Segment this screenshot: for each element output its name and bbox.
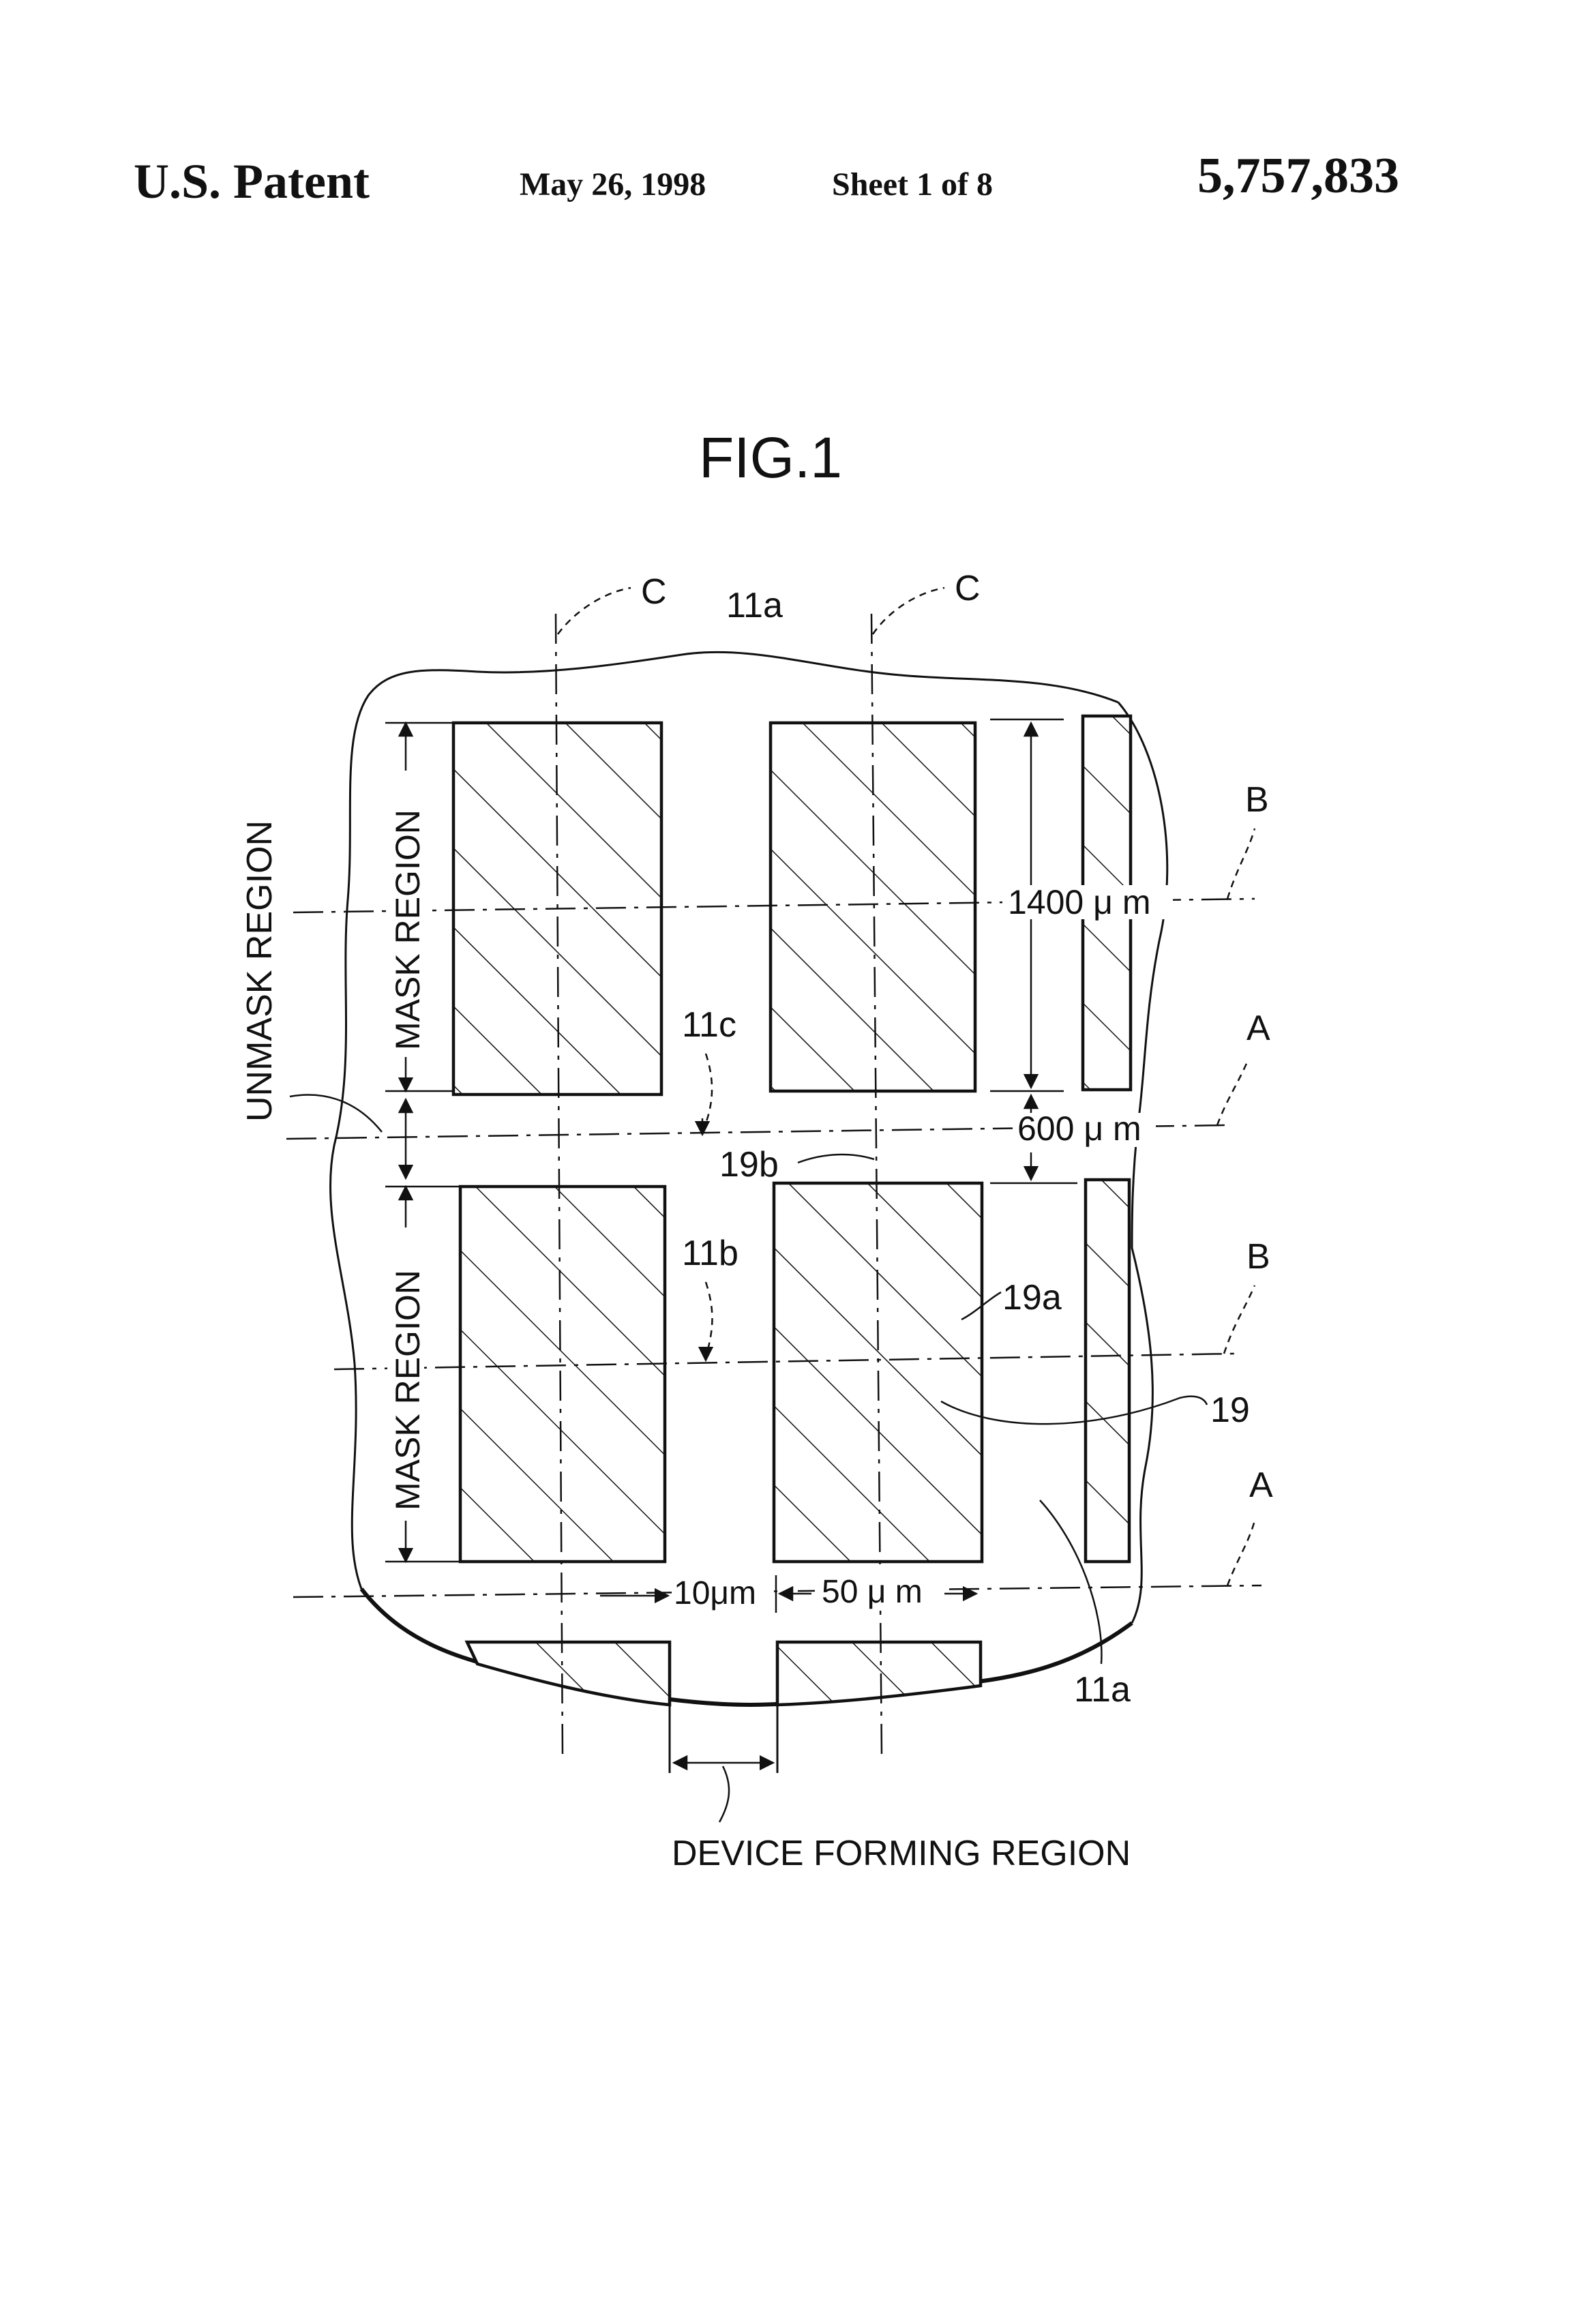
dim-1400: 1400 μ m xyxy=(1008,883,1150,921)
label-device-forming-region: DEVICE FORMING REGION xyxy=(672,1834,1131,1873)
header-patent-number: 5,757,833 xyxy=(1197,148,1399,204)
leader-unmask-region xyxy=(290,1095,382,1132)
leader-19b xyxy=(798,1154,874,1163)
label-c-left: C xyxy=(641,572,667,612)
ref-19a: 19a xyxy=(1002,1278,1062,1317)
mask-block-bottom-middle xyxy=(777,1642,981,1705)
leader-c-left xyxy=(558,588,631,634)
mask-block-bottom-left xyxy=(467,1642,670,1705)
ref-19b: 19b xyxy=(719,1145,779,1185)
leader-11c xyxy=(702,1054,712,1132)
ref-19: 19 xyxy=(1210,1390,1250,1430)
leader-a-upper xyxy=(1217,1060,1248,1125)
label-mask-region-upper: MASK REGION xyxy=(389,809,427,1050)
label-a-upper: A xyxy=(1247,1009,1270,1048)
ref-11a-bottom: 11a xyxy=(1074,1670,1131,1710)
header-title: U.S. Patent xyxy=(134,154,370,209)
leader-b-lower xyxy=(1224,1285,1255,1354)
label-b-upper: B xyxy=(1245,780,1269,820)
figure-title: FIG.1 xyxy=(699,426,842,490)
leader-a-lower xyxy=(1227,1521,1255,1585)
leader-device-forming xyxy=(719,1766,729,1822)
mask-block-middle-left xyxy=(460,1187,665,1562)
ref-11a-top: 11a xyxy=(726,586,783,625)
label-unmask-region: UNMASK REGION xyxy=(240,820,280,1122)
label-b-lower: B xyxy=(1247,1237,1270,1277)
dim-10: 10μm xyxy=(674,1575,756,1611)
ref-11b: 11b xyxy=(682,1234,738,1273)
leader-c-right xyxy=(873,588,944,634)
header-sheet: Sheet 1 of 8 xyxy=(832,166,993,203)
dim-600: 600 μ m xyxy=(1017,1109,1141,1148)
dim-50: 50 μ m xyxy=(822,1574,923,1610)
ref-11c: 11c xyxy=(682,1005,736,1045)
label-a-lower: A xyxy=(1249,1465,1273,1505)
mask-block-middle-right xyxy=(1086,1180,1129,1562)
header-date: May 26, 1998 xyxy=(520,166,706,203)
leader-b-upper xyxy=(1227,829,1255,899)
label-c-right: C xyxy=(955,569,981,608)
label-mask-region-lower: MASK REGION xyxy=(389,1270,427,1510)
line-a-lower xyxy=(293,1585,1262,1597)
leader-11b xyxy=(706,1282,712,1357)
